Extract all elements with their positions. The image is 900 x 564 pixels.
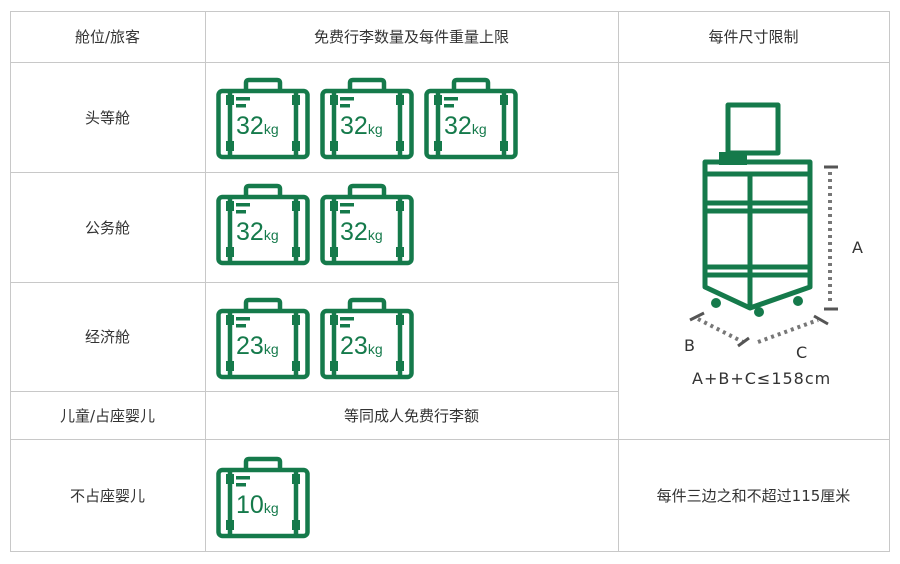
bag-list-infant: 10kg	[216, 456, 310, 540]
row-label-child: 儿童/占座婴儿	[59, 406, 156, 425]
svg-text:32kg: 32kg	[340, 218, 383, 246]
size-formula: A+B+C≤158cm	[692, 369, 832, 388]
suitcase-icon: 32kg	[216, 183, 310, 267]
suitcase-icon: 32kg	[320, 183, 414, 267]
svg-text:32kg: 32kg	[444, 112, 487, 140]
header-cabin: 舱位/旅客	[74, 28, 141, 46]
svg-text:10kg: 10kg	[236, 491, 279, 519]
grid-line	[10, 282, 618, 283]
size-diagram: A B C A+B+C≤158cm	[618, 62, 889, 439]
svg-text:23kg: 23kg	[236, 332, 279, 360]
suitcase-icon: 32kg	[216, 77, 310, 161]
svg-text:32kg: 32kg	[340, 112, 383, 140]
child-allowance-text: 等同成人免费行李额	[343, 406, 479, 425]
grid-line	[10, 391, 618, 392]
suitcase-icon: 32kg	[424, 77, 518, 161]
row-label-first: 头等舱	[84, 108, 130, 127]
suitcase-icon: 23kg	[320, 297, 414, 381]
bag-list-business: 32kg 32kg	[216, 183, 414, 267]
bag-list-first: 32kg 32kg 32kg	[216, 77, 518, 161]
row-label-business: 公务舱	[84, 218, 130, 237]
row-label-infant: 不占座婴儿	[69, 486, 145, 505]
grid-line	[10, 172, 618, 173]
grid-line	[205, 11, 206, 552]
grid-line	[889, 11, 890, 552]
luggage-dimension-icon	[689, 102, 838, 348]
grid-line	[10, 11, 11, 552]
svg-text:32kg: 32kg	[236, 218, 279, 246]
row-label-economy: 经济舱	[84, 328, 130, 346]
dimension-label-b: B	[684, 336, 695, 355]
suitcase-icon: 10kg	[216, 456, 310, 540]
grid-line	[618, 11, 619, 552]
dimension-label-a: A	[852, 238, 863, 257]
suitcase-icon: 23kg	[216, 297, 310, 381]
grid-line	[10, 439, 890, 440]
header-size: 每件尺寸限制	[708, 28, 799, 46]
svg-text:32kg: 32kg	[236, 112, 279, 140]
grid-line	[10, 551, 890, 552]
grid-line	[10, 62, 890, 63]
baggage-allowance-table: 舱位/旅客 免费行李数量及每件重量上限 每件尺寸限制 头等舱 公务舱 经济舱 儿…	[10, 11, 890, 552]
dimension-label-c: C	[796, 343, 808, 362]
infant-size-note: 每件三边之和不超过115厘米	[656, 486, 851, 505]
header-allowance: 免费行李数量及每件重量上限	[313, 28, 509, 46]
grid-line	[10, 11, 890, 12]
svg-text:23kg: 23kg	[340, 332, 383, 360]
suitcase-icon: 32kg	[320, 77, 414, 161]
bag-list-economy: 23kg 23kg	[216, 297, 414, 381]
